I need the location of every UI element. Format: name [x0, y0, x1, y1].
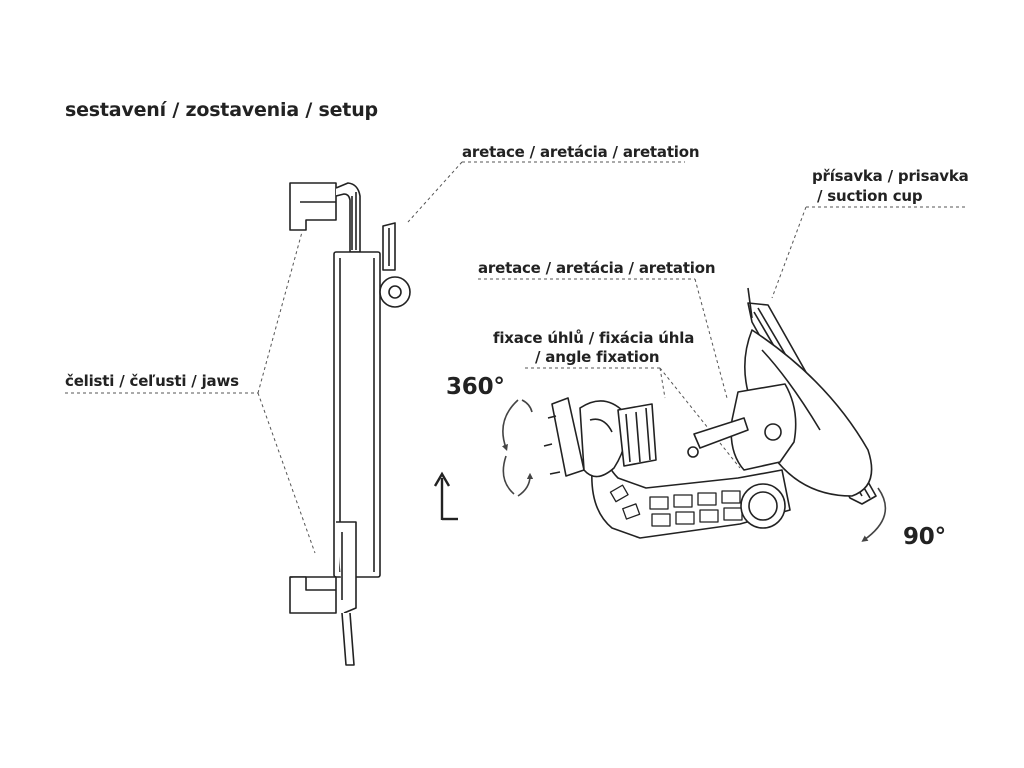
- aretation-lever: [693, 417, 749, 449]
- label-rotation-90: 90°: [903, 524, 946, 550]
- top-jaw: [289, 182, 337, 231]
- label-jaws: čelisti / čeľusti / jaws: [65, 372, 239, 390]
- setup-title: sestavení / zostavenia / setup: [65, 99, 378, 121]
- ball-head-plate: [551, 397, 585, 477]
- phone-holder-front-view: [289, 182, 411, 666]
- suction-mount-side-view: [543, 287, 877, 539]
- leader-lines: [65, 161, 965, 554]
- holder-body: [333, 251, 381, 578]
- label-aretation-top: aretace / aretácia / aretation: [462, 143, 700, 161]
- label-rotation-360: 360°: [446, 374, 505, 400]
- label-angle-fixation-1: fixace úhlů / fixácia úhla: [493, 329, 695, 347]
- arm-grid: [609, 484, 743, 527]
- label-suction-cup-2: / suction cup: [817, 187, 923, 205]
- label-suction-cup-1: přísavka / prisavka: [812, 167, 969, 185]
- bottom-jaw: [289, 576, 337, 614]
- l-orientation-icon: [433, 471, 458, 521]
- label-aretation-mid: aretace / aretácia / aretation: [478, 259, 716, 277]
- rotate-90-arrow-icon: [861, 487, 887, 542]
- rotate-360-arrows-icon: [501, 399, 534, 497]
- label-angle-fixation-2: / angle fixation: [535, 348, 660, 366]
